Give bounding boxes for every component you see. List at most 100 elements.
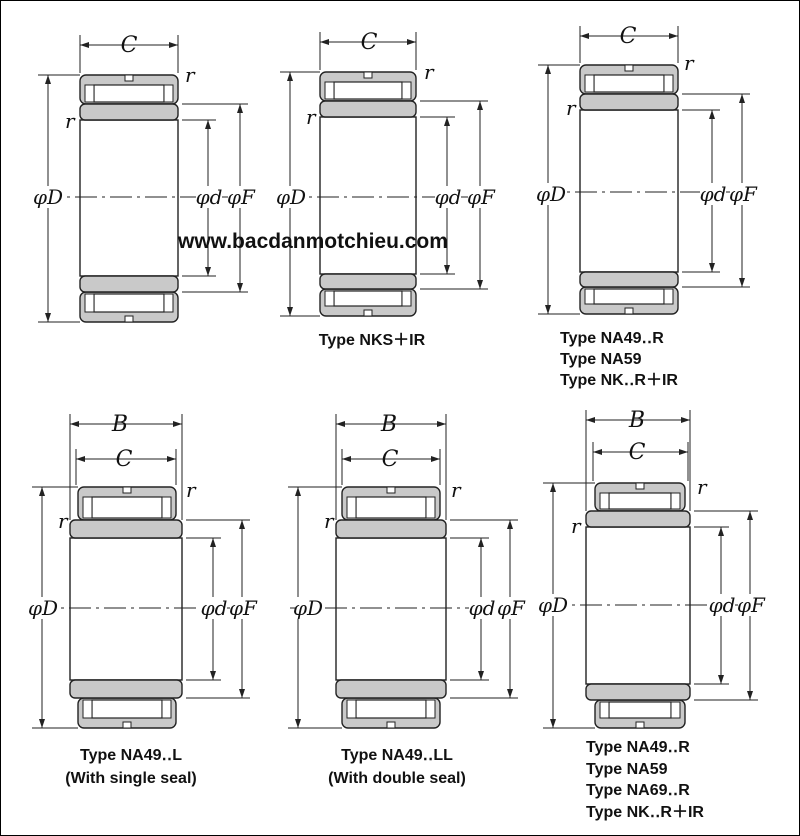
cage-section xyxy=(670,492,681,510)
arrowhead xyxy=(444,265,450,274)
lubrication-hole xyxy=(124,315,134,323)
caption-line: Type NA49‥R xyxy=(560,330,664,347)
arrowhead xyxy=(550,719,556,728)
dim-raceway-label: φF xyxy=(467,185,496,209)
dim-c-label: C xyxy=(361,30,378,55)
arrowhead xyxy=(76,456,85,462)
cage-section xyxy=(599,701,610,719)
arrowhead xyxy=(709,263,715,272)
cage-section xyxy=(584,288,595,305)
dim-r-label: r xyxy=(306,105,317,129)
arrowhead xyxy=(679,449,688,455)
needle-roller xyxy=(93,293,165,313)
arrowhead xyxy=(45,313,51,322)
dim-r-label: r xyxy=(185,63,196,87)
dim-r-label: r xyxy=(566,96,577,120)
cage-section xyxy=(161,699,172,719)
arrowhead xyxy=(173,421,182,427)
dim-r-label: r xyxy=(324,509,335,533)
arrowhead xyxy=(320,39,329,45)
arrowhead xyxy=(431,456,440,462)
arrowhead xyxy=(718,527,724,536)
needle-roller xyxy=(608,701,672,719)
cage-section xyxy=(82,699,93,719)
needle-roller xyxy=(355,699,427,719)
arrowhead xyxy=(39,487,45,496)
lubrication-hole xyxy=(124,74,134,82)
arrowhead xyxy=(437,421,446,427)
caption-line: Type NA49‥LL xyxy=(341,747,453,764)
cage-section xyxy=(663,288,674,305)
arrowhead xyxy=(205,120,211,129)
caption-line: Type NA69‥R xyxy=(586,782,690,799)
dim-c-label: C xyxy=(382,447,399,472)
dim-outer-diameter-label: φD xyxy=(538,593,568,617)
dim-raceway-label: φF xyxy=(497,596,526,620)
caption-line: Type NKS＋IR xyxy=(319,332,426,349)
arrowhead xyxy=(239,689,245,698)
inner-ring-section xyxy=(69,679,183,699)
needle-roller xyxy=(333,290,403,307)
lubrication-hole xyxy=(363,71,373,79)
arrowhead xyxy=(444,117,450,126)
cage-section xyxy=(670,701,681,719)
lubrication-hole xyxy=(624,64,634,72)
dim-b-label: B xyxy=(111,412,128,437)
dim-c-label: C xyxy=(629,440,646,465)
arrowhead xyxy=(239,520,245,529)
arrowhead xyxy=(478,538,484,547)
cage-section xyxy=(599,492,610,510)
cage-section xyxy=(84,84,95,103)
dim-bore-label: φd xyxy=(709,593,736,617)
arrowhead xyxy=(295,719,301,728)
cage-section xyxy=(425,496,436,519)
watermark-text: www.bacdanmotchieu.com xyxy=(177,230,448,253)
arrowhead xyxy=(210,671,216,680)
cage-section xyxy=(324,290,335,307)
arrowhead xyxy=(70,421,79,427)
cage-section xyxy=(584,74,595,93)
arrowhead xyxy=(586,417,595,423)
arrowhead xyxy=(287,72,293,81)
caption-line: Type NA59 xyxy=(560,351,642,368)
inner-ring-bore-body xyxy=(335,537,447,681)
arrowhead xyxy=(545,305,551,314)
inner-ring-section xyxy=(579,93,679,111)
caption-line: Type NA59 xyxy=(586,761,668,778)
dim-raceway-label: φF xyxy=(737,593,766,617)
needle-roller xyxy=(91,699,163,719)
arrowhead xyxy=(45,75,51,84)
caption-line: Type NA49‥L xyxy=(80,747,182,764)
arrowhead xyxy=(295,487,301,496)
dim-c-label: C xyxy=(121,33,138,58)
inner-ring-section xyxy=(335,679,447,699)
cage-section xyxy=(163,84,174,103)
lubrication-hole xyxy=(363,309,373,317)
dim-r-label: r xyxy=(684,51,695,75)
needle-roller xyxy=(593,288,665,305)
inner-ring-section xyxy=(579,271,679,288)
inner-ring-bore-body xyxy=(579,109,679,273)
caption-line: (With double seal) xyxy=(328,770,466,787)
arrowhead xyxy=(709,110,715,119)
dim-bore-label: φd xyxy=(196,185,223,209)
arrowhead xyxy=(739,278,745,287)
arrowhead xyxy=(287,307,293,316)
dim-r-label: r xyxy=(424,60,435,84)
cage-section xyxy=(346,699,357,719)
inner-ring-section xyxy=(69,519,183,539)
arrowhead xyxy=(747,511,753,520)
needle-roller xyxy=(608,492,672,510)
needle-roller xyxy=(355,496,427,519)
inner-ring-section xyxy=(335,519,447,539)
needle-roller xyxy=(91,496,163,519)
cage-section xyxy=(324,81,335,100)
lubrication-hole xyxy=(386,486,396,494)
dim-c-label: C xyxy=(116,447,133,472)
arrowhead xyxy=(336,421,345,427)
arrowhead xyxy=(167,456,176,462)
inner-ring-section xyxy=(585,683,691,701)
arrowhead xyxy=(739,94,745,103)
inner-ring-bore-body xyxy=(79,119,179,277)
